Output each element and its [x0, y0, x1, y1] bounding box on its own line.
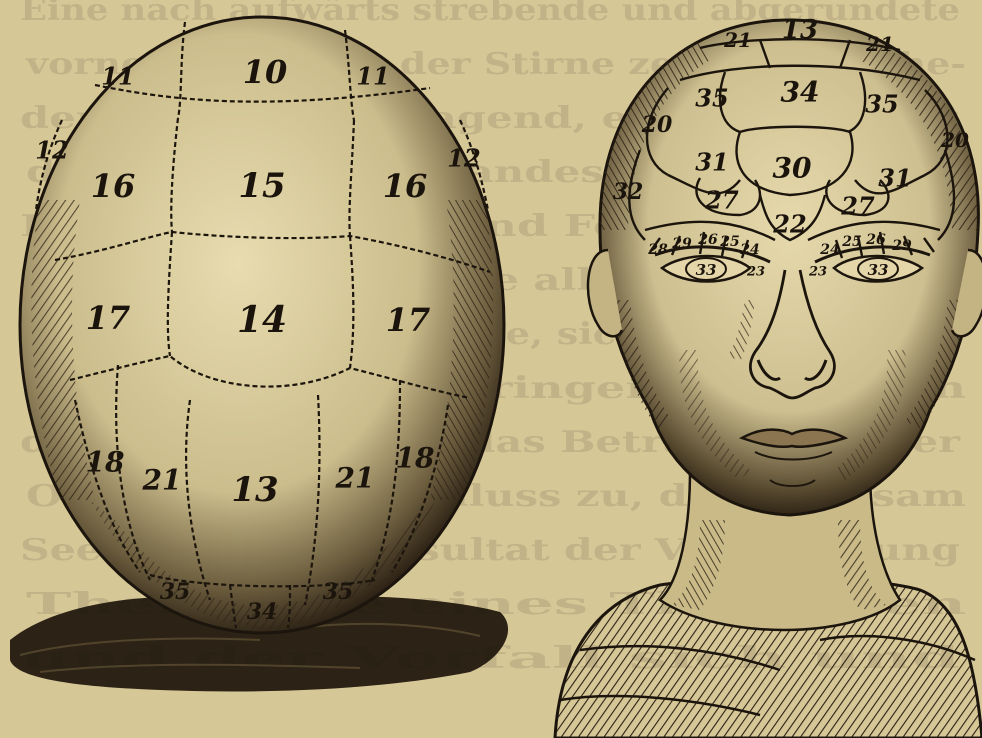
- face-label-33-right: 33: [868, 261, 889, 279]
- egg-label-17-right: 17: [386, 301, 431, 339]
- face-label-29-left: 29: [671, 236, 692, 252]
- face-label-31-left: 31: [695, 148, 728, 177]
- egg-label-16-left: 16: [91, 167, 136, 205]
- face-label-28-left: 28: [647, 242, 668, 258]
- face-label-24-left: 24: [739, 242, 759, 258]
- egg-label-18-right: 18: [396, 442, 435, 475]
- egg-label-14: 14: [237, 299, 287, 341]
- egg-label-18-left: 18: [86, 446, 125, 479]
- egg-label-12-right: 12: [447, 144, 480, 173]
- face-label-13: 13: [782, 15, 818, 45]
- egg-label-10: 10: [243, 53, 288, 91]
- face-label-25-left: 25: [719, 234, 739, 250]
- face-label-24-right: 24: [819, 242, 839, 258]
- egg-label-21-right: 21: [335, 462, 375, 495]
- face-label-27-right: 27: [840, 192, 875, 221]
- egg-label-17-left: 17: [86, 299, 131, 337]
- face-label-26-right: 26: [865, 232, 886, 248]
- face-label-35-left: 35: [695, 84, 728, 113]
- egg-label-34: 34: [247, 599, 278, 625]
- egg-label-35-left: 35: [160, 579, 191, 605]
- face-label-27-left: 27: [704, 186, 739, 215]
- face-label-23-right: 23: [808, 265, 827, 280]
- face-label-21-left: 21: [723, 28, 752, 52]
- egg-label-21-left: 21: [142, 464, 182, 497]
- face-label-32: 32: [613, 179, 644, 205]
- face-label-29-right: 29: [891, 238, 912, 254]
- egg-label-13: 13: [231, 470, 278, 510]
- face-label-26-left: 26: [697, 232, 718, 248]
- egg-label-15: 15: [238, 166, 285, 206]
- face-label-22: 22: [772, 210, 806, 239]
- face-label-31-right: 31: [878, 164, 911, 193]
- face-label-20-right: 20: [940, 128, 969, 152]
- egg-label-35-right: 35: [323, 579, 354, 605]
- face-label-30: 30: [773, 152, 812, 185]
- face-label-25-right: 25: [841, 234, 861, 250]
- face-label-34: 34: [781, 76, 820, 109]
- face-label-21-right: 21: [865, 32, 894, 56]
- egg-label-16-right: 16: [383, 167, 428, 205]
- egg-label-11-right: 11: [356, 62, 389, 91]
- face-label-20-left: 20: [641, 112, 673, 138]
- face-label-35-right: 35: [865, 90, 898, 119]
- face-label-23-left: 23: [746, 265, 765, 280]
- egg-label-11-left: 11: [101, 62, 134, 91]
- egg-label-12-left: 12: [35, 136, 68, 165]
- face-label-33-left: 33: [696, 261, 717, 279]
